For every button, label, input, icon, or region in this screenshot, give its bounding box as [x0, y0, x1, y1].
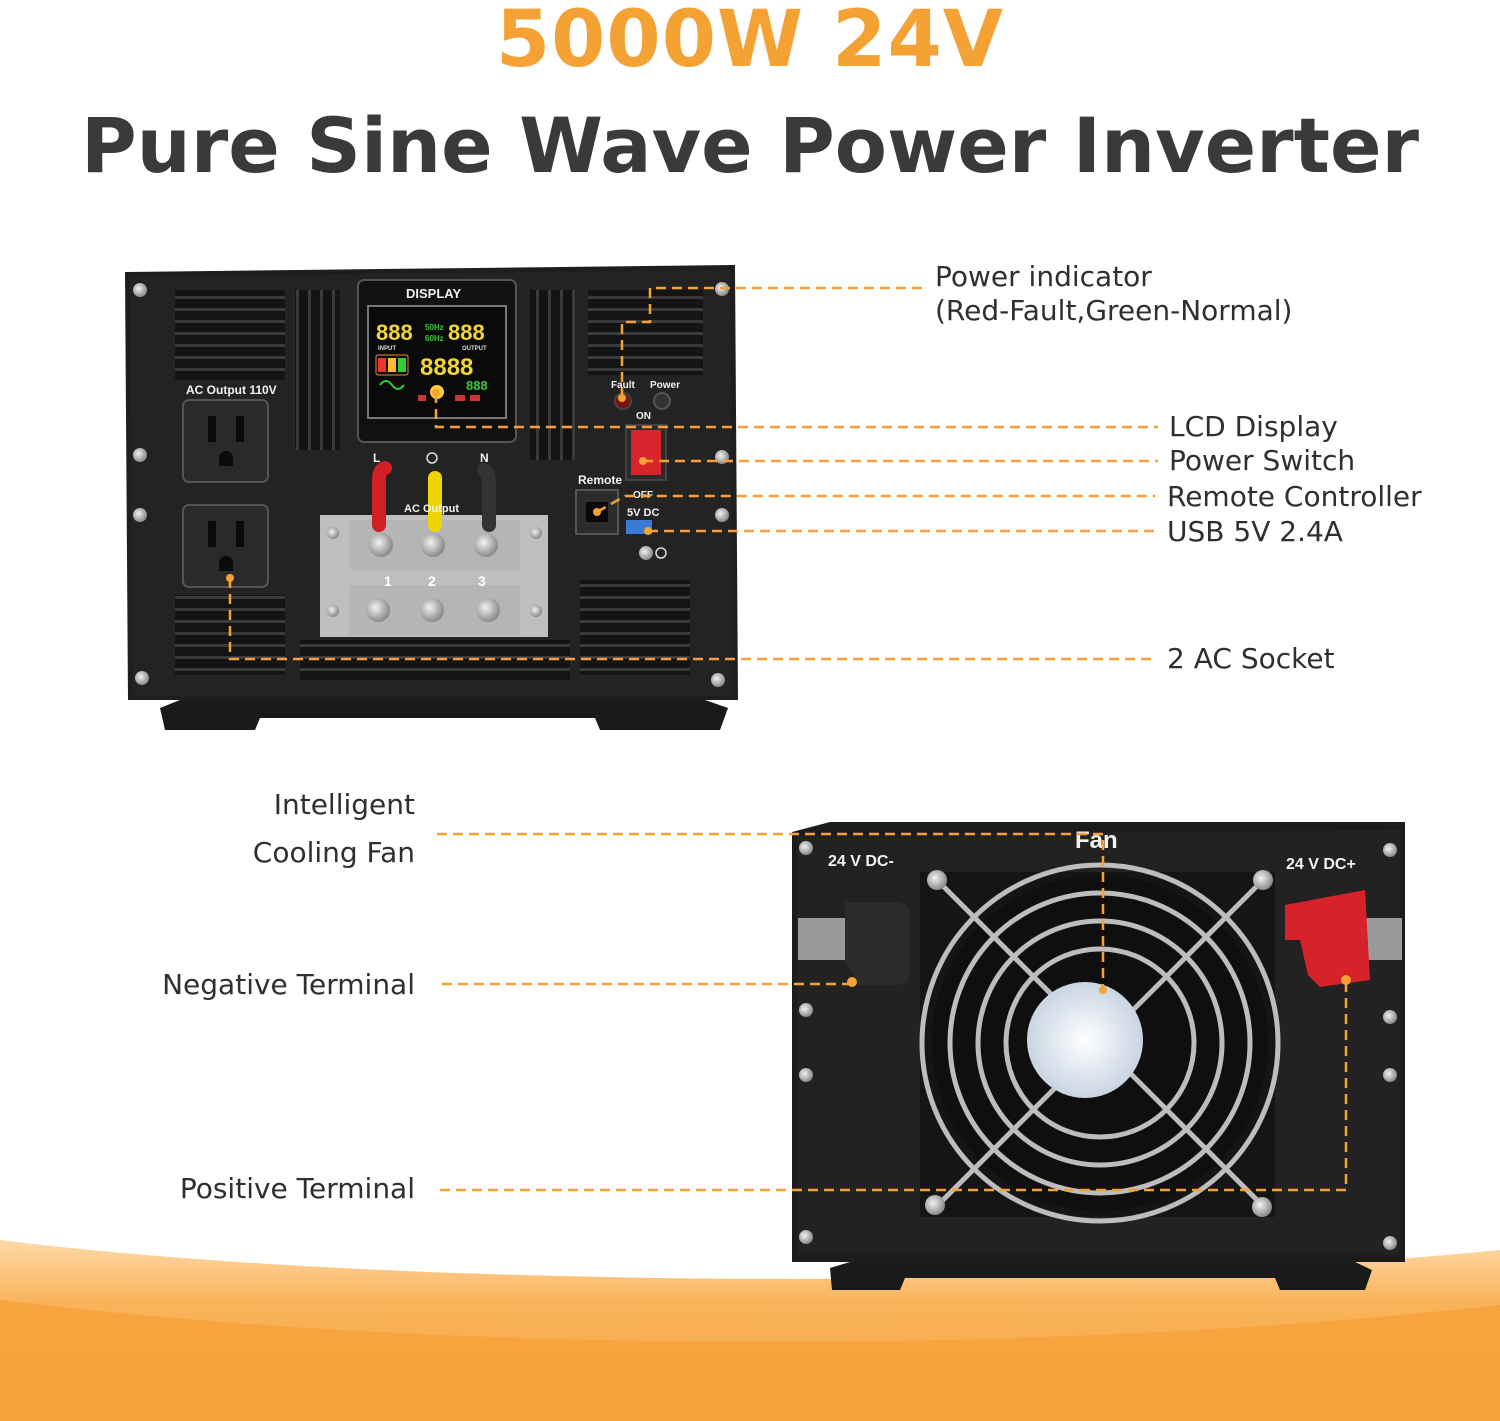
- callout-power-indicator-sub: (Red-Fault,Green-Normal): [935, 294, 1293, 327]
- display-label: DISPLAY: [406, 286, 461, 301]
- on-label: ON: [636, 411, 651, 422]
- callout-cooling-fan-line1: Intelligent: [273, 788, 415, 821]
- callout-remote-controller: Remote Controller: [1167, 480, 1422, 513]
- callout-usb: USB 5V 2.4A: [1167, 515, 1343, 548]
- callout-cooling-fan-line2: Cooling Fan: [252, 836, 415, 869]
- terminal-n-label: N: [480, 451, 489, 465]
- power-label: Power: [650, 380, 680, 391]
- lcd-output-value: 888: [448, 320, 485, 345]
- headline-rating: 5000W 24V: [495, 0, 1005, 85]
- callout-leaders: [228, 286, 1348, 1192]
- lcd-watts-value: 8888: [420, 354, 473, 381]
- callout-lcd-display: LCD Display: [1169, 410, 1338, 443]
- bottom-wave-band: [0, 1240, 1500, 1421]
- lcd-input-value: 888: [376, 320, 413, 345]
- callout-positive-terminal: Positive Terminal: [179, 1172, 415, 1205]
- lcd-freq-top: 50Hz: [425, 323, 444, 332]
- callout-negative-terminal: Negative Terminal: [162, 968, 415, 1001]
- usb-label: 5V DC: [627, 507, 659, 519]
- terminal-l-label: L: [373, 451, 380, 465]
- ac-output-label: AC Output 110V: [186, 383, 277, 397]
- front-panel: [125, 265, 738, 730]
- remote-label: Remote: [578, 473, 622, 487]
- callout-power-indicator: Power indicator: [935, 260, 1152, 293]
- rear-panel: [792, 822, 1405, 1290]
- lcd-temp-value: 888: [466, 378, 488, 393]
- ac-output-terminal-label: AC Output: [404, 503, 459, 515]
- lcd-input-label: INPUT: [378, 346, 396, 352]
- fault-label: Fault: [611, 380, 636, 391]
- negative-terminal-label: 24 V DC-: [828, 853, 894, 870]
- callout-ac-socket: 2 AC Socket: [1167, 642, 1335, 675]
- fan-label: Fan: [1075, 827, 1118, 854]
- terminal-number-2: 2: [428, 573, 436, 589]
- lcd-output-label: OUTPUT: [462, 346, 487, 352]
- headline-product: Pure Sine Wave Power Inverter: [80, 101, 1420, 190]
- terminal-number-1: 1: [384, 573, 392, 589]
- positive-terminal-label: 24 V DC+: [1286, 856, 1356, 873]
- lcd-freq-bottom: 60Hz: [425, 334, 444, 343]
- callout-power-switch: Power Switch: [1169, 444, 1356, 477]
- terminal-number-3: 3: [478, 573, 486, 589]
